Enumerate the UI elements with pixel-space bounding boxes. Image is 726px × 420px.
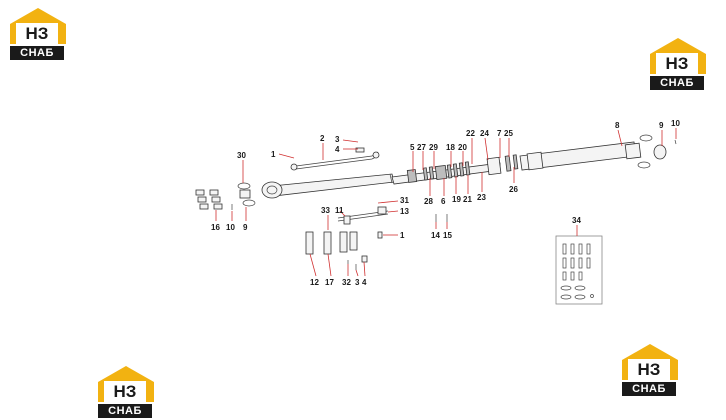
left-small-parts: [195, 182, 256, 210]
callout-label: 1: [400, 231, 405, 240]
callout-label: 25: [504, 129, 513, 138]
callout-label: 6: [441, 197, 446, 206]
logo-bottom-right: НЗ СНАБ: [620, 342, 680, 398]
logo-mark: НЗ: [637, 360, 661, 379]
leader-lines: [215, 128, 677, 277]
callout-label: 7: [497, 129, 502, 138]
callout-label: 20: [458, 143, 467, 152]
callout-label: 4: [362, 278, 367, 287]
lower-linkage: [305, 206, 448, 270]
callout-label: 13: [400, 207, 409, 216]
piston-rod: [391, 154, 519, 185]
callout-label: 33: [321, 206, 330, 215]
callout-label: 31: [400, 196, 409, 205]
callout-label: 8: [615, 121, 620, 130]
logo-word: СНАБ: [10, 46, 64, 60]
callout-label: 10: [671, 119, 680, 128]
callout-label: 18: [446, 143, 455, 152]
logo-bottom-left: НЗ СНАБ: [96, 364, 156, 420]
callout-label: 3: [335, 135, 340, 144]
pin-part: [674, 139, 677, 145]
callout-label: 26: [509, 185, 518, 194]
callout-label: 27: [417, 143, 426, 152]
seal-stack: [422, 161, 471, 181]
logo-house-icon: [10, 8, 66, 44]
callout-label: 9: [659, 121, 664, 130]
logo-house-icon: [650, 38, 706, 74]
logo-mark: НЗ: [113, 382, 137, 401]
logo-word: СНАБ: [98, 404, 152, 418]
lube-pipe: [290, 147, 380, 171]
logo-mark: НЗ: [665, 54, 689, 73]
callout-label: 1: [271, 150, 276, 159]
callout-label: 22: [466, 129, 475, 138]
callout-label: 19: [452, 195, 461, 204]
callout-label: 10: [226, 223, 235, 232]
logo-word: СНАБ: [650, 76, 704, 90]
callout-label: 2: [320, 134, 325, 143]
callout-label: 23: [477, 193, 486, 202]
callout-label: 5: [410, 143, 415, 152]
cylinder-barrel: [261, 173, 395, 199]
callout-label: 3: [355, 278, 360, 287]
logo-house-icon: [98, 366, 154, 402]
callout-label: 28: [424, 197, 433, 206]
callout-label: 11: [335, 206, 344, 215]
callout-label: 4: [335, 145, 340, 154]
callout-label: 21: [463, 195, 472, 204]
ring-part: [637, 161, 651, 169]
callout-label: 30: [237, 151, 246, 160]
callout-label: 29: [429, 143, 438, 152]
logo-top-left: НЗ СНАБ: [8, 6, 68, 62]
callout-label: 17: [325, 278, 334, 287]
callout-label: 32: [342, 278, 351, 287]
callout-label: 16: [211, 223, 220, 232]
rod-tube: [519, 141, 667, 171]
callout-label: 15: [443, 231, 452, 240]
ring-part: [639, 134, 653, 142]
callout-labels: 1 2 3 4 5 27 29 18 20 22 24 7 25 8 9 10 …: [211, 119, 680, 287]
logo-mark: НЗ: [25, 24, 49, 43]
logo-word: СНАБ: [622, 382, 676, 396]
seal-kit-box: [555, 235, 603, 305]
callout-label: 14: [431, 231, 440, 240]
callout-label: 12: [310, 278, 319, 287]
logo-top-right: НЗ СНАБ: [648, 36, 708, 92]
logo-house-icon: [622, 344, 678, 380]
callout-label: 24: [480, 129, 489, 138]
callout-label: 9: [243, 223, 248, 232]
callout-label: 34: [572, 216, 581, 225]
